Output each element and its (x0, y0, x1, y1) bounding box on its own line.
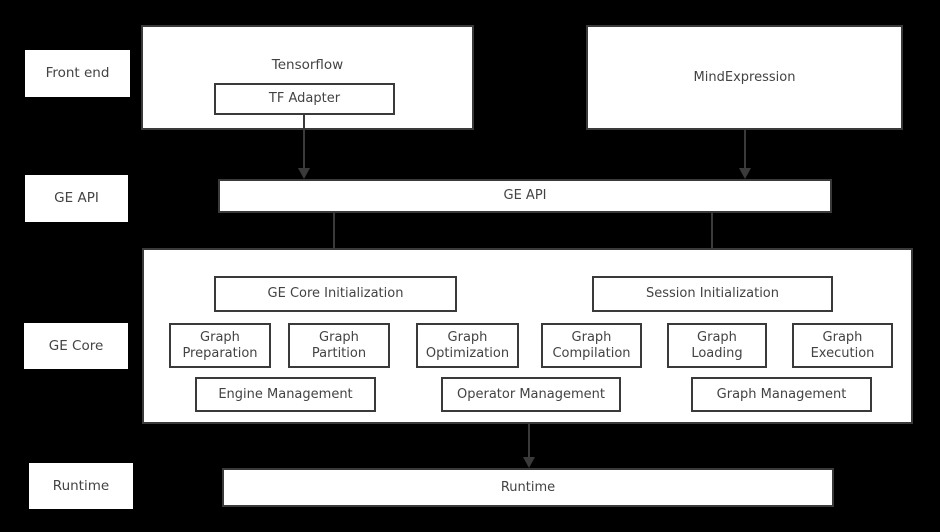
tf-adapter-box[interactable]: TF Adapter (214, 83, 395, 115)
layer-label-front-end: Front end (25, 50, 130, 97)
ge-core-initialization-label: GE Core Initialization (267, 286, 404, 302)
operator-management-label: Operator Management (457, 386, 605, 402)
ge-api-bar-label: GE API (503, 188, 547, 204)
graph-compilation-box[interactable]: Graph Compilation (541, 323, 642, 368)
layer-label-text: GE API (54, 190, 99, 207)
ge-core-container[interactable]: GE Core Initialization Session Initializ… (142, 248, 913, 424)
ge-core-initialization-box[interactable]: GE Core Initialization (214, 276, 457, 312)
mindexpression-box[interactable]: MindExpression (586, 25, 903, 130)
layer-label-text: GE Core (48, 337, 104, 354)
graph-loading-label: Graph Loading (691, 329, 743, 361)
graph-loading-box[interactable]: Graph Loading (667, 323, 767, 368)
graph-compilation-label: Graph Compilation (552, 329, 631, 361)
engine-management-box[interactable]: Engine Management (195, 377, 376, 412)
tensorflow-container[interactable]: Tensorflow TF Adapter (141, 25, 474, 130)
graph-execution-box[interactable]: Graph Execution (792, 323, 893, 368)
graph-preparation-box[interactable]: Graph Preparation (169, 323, 271, 368)
tensorflow-label: Tensorflow (271, 57, 344, 73)
operator-management-box[interactable]: Operator Management (441, 377, 621, 412)
runtime-bar-label: Runtime (500, 479, 556, 495)
layer-label-ge-core: GE Core (24, 323, 128, 369)
layer-label-text: Runtime (52, 477, 110, 494)
layer-label-ge-api: GE API (25, 175, 128, 222)
engine-management-label: Engine Management (218, 386, 353, 402)
ge-api-bar[interactable]: GE API (218, 179, 832, 213)
graph-optimization-box[interactable]: Graph Optimization (416, 323, 519, 368)
layer-label-text: Front end (45, 65, 110, 82)
graph-management-label: Graph Management (716, 386, 847, 402)
graph-optimization-label: Graph Optimization (425, 329, 510, 361)
runtime-bar[interactable]: Runtime (222, 468, 834, 507)
graph-partition-label: Graph Partition (311, 329, 367, 361)
session-initialization-box[interactable]: Session Initialization (592, 276, 833, 312)
graph-partition-box[interactable]: Graph Partition (288, 323, 390, 368)
layer-label-runtime: Runtime (29, 463, 133, 509)
tf-adapter-label: TF Adapter (268, 91, 341, 107)
session-initialization-label: Session Initialization (645, 286, 779, 302)
graph-management-box[interactable]: Graph Management (691, 377, 872, 412)
graph-execution-label: Graph Execution (810, 329, 875, 361)
mindexpression-label: MindExpression (693, 69, 796, 85)
graph-preparation-label: Graph Preparation (182, 329, 258, 361)
